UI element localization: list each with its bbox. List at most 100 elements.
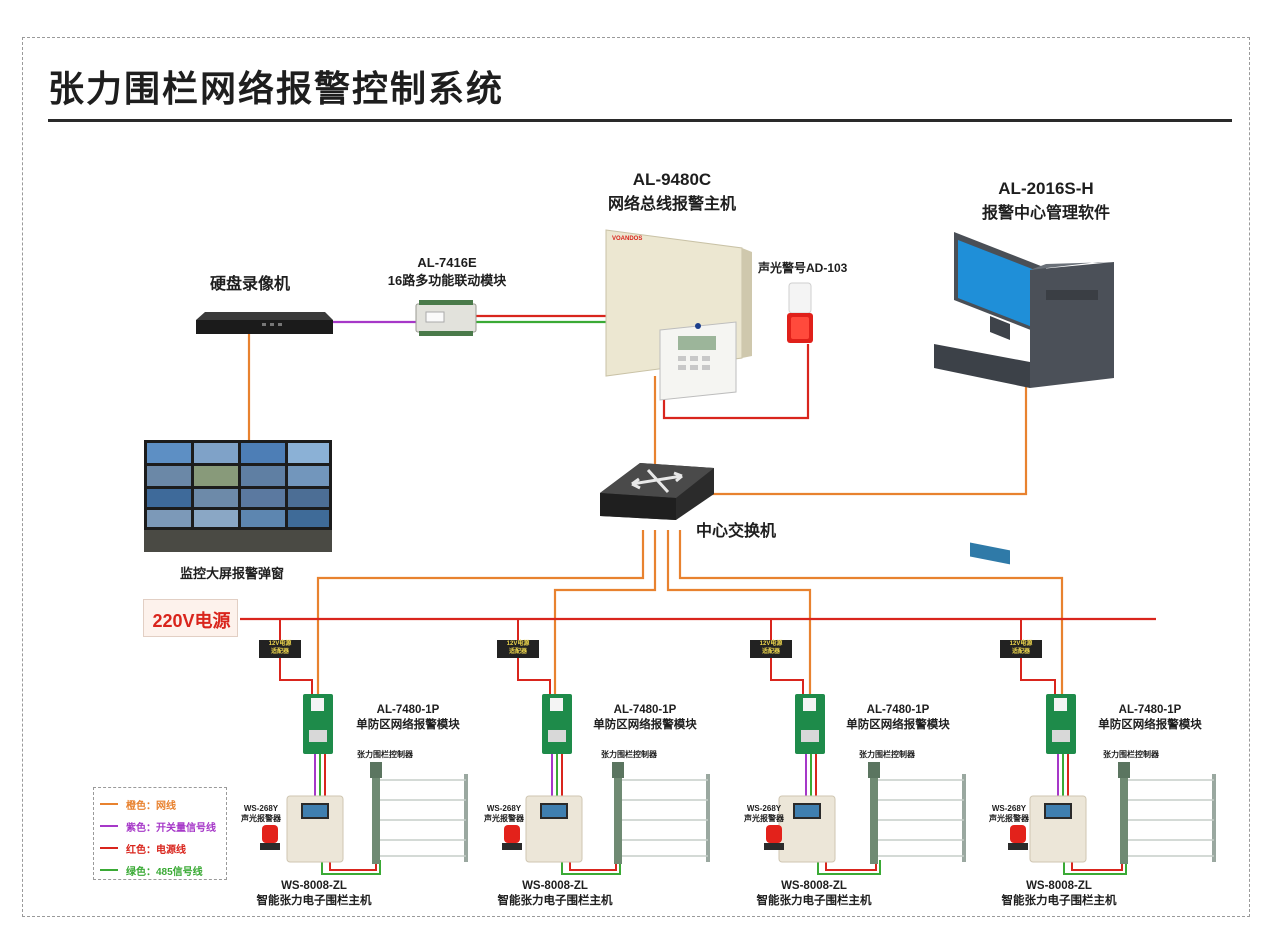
legend-swatch <box>100 825 118 827</box>
legend-swatch <box>100 869 118 871</box>
diagram-frame <box>22 37 1250 917</box>
beacon-light-icon <box>262 825 278 843</box>
module-name: 单防区网络报警模块 <box>1098 719 1202 731</box>
beacon-base-icon <box>502 843 522 850</box>
fence-host-model: WS-8008-ZL <box>1026 880 1092 892</box>
linkage-label: AL-7416E 16路多功能联动模块 <box>378 255 516 289</box>
computer-icon <box>934 232 1114 565</box>
fence-host-model: WS-8008-ZL <box>522 880 588 892</box>
post-cap-icon <box>868 762 880 778</box>
alarm-host-icon <box>605 229 752 401</box>
fence-host-name: 智能张力电子围栏主机 <box>497 895 613 907</box>
alarm-name: 声光报警器 <box>989 814 1029 823</box>
zone-module-label: AL-7480-1P 单防区网络报警模块 <box>343 704 473 732</box>
module-model: AL-7480-1P <box>376 704 440 716</box>
zone-module-label: AL-7480-1P 单防区网络报警模块 <box>833 704 963 732</box>
legend-swatch <box>100 847 118 849</box>
linkage-model: AL-7416E <box>417 255 477 270</box>
zone-wiring-2 <box>517 619 621 875</box>
qr-code-icon <box>803 698 816 711</box>
zone-4-hardware <box>1008 694 1216 864</box>
lcd-display-icon <box>542 805 566 817</box>
fence-host-name: 智能张力电子围栏主机 <box>256 895 372 907</box>
power-source-box: 220V电源 <box>143 599 238 637</box>
controller-label: 张力围栏控制器 <box>859 750 915 759</box>
qr-code-icon <box>311 698 324 711</box>
rj45-port-icon <box>1052 730 1070 742</box>
title-divider <box>48 119 1232 122</box>
alarm-name: 声光报警器 <box>484 814 524 823</box>
alarm-label: WS-268Y 声光报警器 <box>744 804 784 824</box>
legend-label: 绿色：485信号线 <box>126 866 203 878</box>
fence-post-icon <box>1212 774 1216 862</box>
fence-host-label: WS-8008-ZL 智能张力电子围栏主机 <box>746 880 882 908</box>
power-adapter: 12V电源适配器 <box>497 640 539 658</box>
tension-post-icon <box>372 766 380 864</box>
zone-hardware <box>260 694 1216 864</box>
legend-item-power: 红色：电源线 <box>100 841 186 856</box>
post-cap-icon <box>370 762 382 778</box>
host-brand: VOANDOS <box>612 236 643 242</box>
videowall-label: 监控大屏报警弹窗 <box>180 566 285 581</box>
tension-post-icon <box>870 766 878 864</box>
power-source-label: 220V电源 <box>152 611 231 631</box>
fence-host-label: WS-8008-ZL 智能张力电子围栏主机 <box>487 880 623 908</box>
legend-item-485: 绿色：485信号线 <box>100 863 203 878</box>
fence-host-model: WS-8008-ZL <box>281 880 347 892</box>
fence-host-name: 智能张力电子围栏主机 <box>756 895 872 907</box>
page-title: 张力围栏网络报警控制系统 <box>48 68 505 109</box>
wire-network-z4 <box>678 530 1064 697</box>
alarm-model: WS-268Y <box>991 804 1027 813</box>
zone-module-label: AL-7480-1P 单防区网络报警模块 <box>580 704 710 732</box>
power-adapter: 12V电源适配器 <box>1000 640 1042 658</box>
alarm-model: WS-268Y <box>486 804 522 813</box>
lcd-display-icon <box>1046 805 1070 817</box>
zone-3-hardware <box>764 694 966 864</box>
controller-label: 张力围栏控制器 <box>601 750 657 759</box>
switch-label: 中心交换机 <box>696 523 777 540</box>
fence-host-label: WS-8008-ZL 智能张力电子围栏主机 <box>991 880 1127 908</box>
alarm-name: 声光报警器 <box>744 814 784 823</box>
software-label: AL-2016S-H 报警中心管理软件 <box>958 179 1134 223</box>
beacon-base-icon <box>764 843 784 850</box>
zone-2-hardware <box>502 694 710 864</box>
linkage-name: 16路多功能联动模块 <box>387 273 507 288</box>
dvr-label: 硬盘录像机 <box>210 276 291 293</box>
controller-label: 张力围栏控制器 <box>357 750 413 759</box>
siren-icon <box>787 282 813 343</box>
beacon-base-icon <box>1008 843 1028 850</box>
legend-item-signal: 紫色：开关量信号线 <box>100 819 216 834</box>
wire-network-z3 <box>666 530 812 697</box>
alarm-model: WS-268Y <box>746 804 782 813</box>
wire-network-z1 <box>316 530 645 697</box>
qr-code-icon <box>550 698 563 711</box>
zone-1-hardware <box>260 694 468 864</box>
module-name: 单防区网络报警模块 <box>593 719 697 731</box>
zone-wiring-3 <box>770 619 881 875</box>
fence-post-icon <box>464 774 468 862</box>
legend-swatch <box>100 803 118 805</box>
legend: 橙色：网线 紫色：开关量信号线 红色：电源线 绿色：485信号线 <box>93 787 227 880</box>
beacon-light-icon <box>1010 825 1026 843</box>
fence-host-name: 智能张力电子围栏主机 <box>1001 895 1117 907</box>
alarm-model: WS-268Y <box>243 804 279 813</box>
power-adapter: 12V电源适配器 <box>259 640 301 658</box>
post-cap-icon <box>612 762 624 778</box>
fence-host-label: WS-8008-ZL 智能张力电子围栏主机 <box>246 880 382 908</box>
siren-label: 声光警号AD-103 <box>758 261 848 275</box>
module-model: AL-7480-1P <box>866 704 930 716</box>
zone-wiring-1 <box>279 619 381 875</box>
lcd-display-icon <box>795 805 819 817</box>
zone-wiring <box>279 619 1127 875</box>
beacon-light-icon <box>504 825 520 843</box>
beacon-light-icon <box>766 825 782 843</box>
linkage-module-icon <box>415 300 477 336</box>
host-label: AL-9480C 网络总线报警主机 <box>584 170 760 214</box>
post-cap-icon <box>1118 762 1130 778</box>
host-name: 网络总线报警主机 <box>607 196 736 213</box>
lcd-display-icon <box>303 805 327 817</box>
zone-wiring-4 <box>1020 619 1127 875</box>
rj45-port-icon <box>309 730 327 742</box>
wire-network-z2 <box>553 530 657 697</box>
